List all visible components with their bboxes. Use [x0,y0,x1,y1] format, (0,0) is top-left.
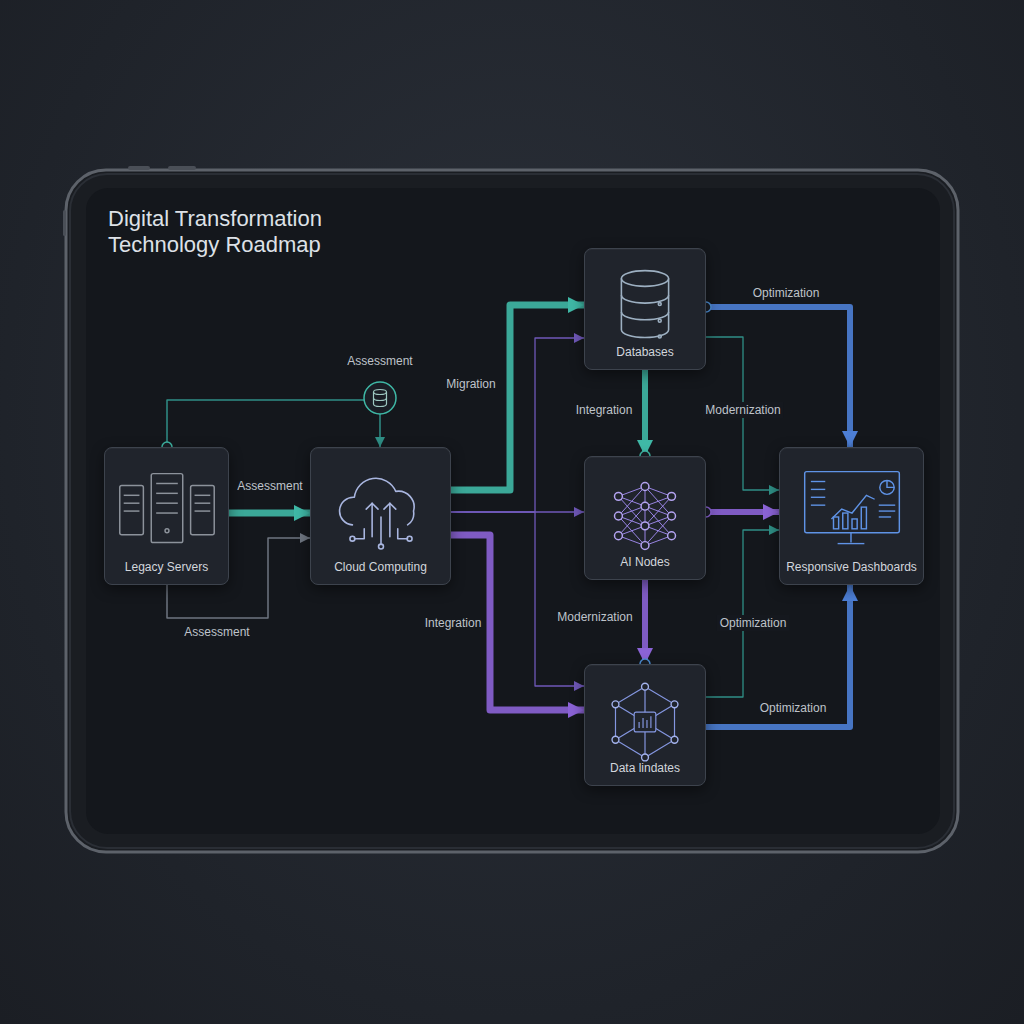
process-box: Legacy Servers [104,447,229,585]
flow-connector [706,307,850,447]
node-label: Legacy Servers [105,560,228,574]
flow-connector [642,580,648,664]
edge-label: Assessment [344,353,415,369]
node-label: AI Nodes [585,555,705,569]
edge-label: Assessment [234,478,305,494]
process-box: AI Nodes [584,456,706,580]
flow-connector [167,400,380,447]
flow-connector [451,512,584,686]
edge-label: Assessment [181,624,252,640]
edge-label: Optimization [757,700,830,716]
flow-connector [451,338,584,512]
edge-label: Optimization [750,285,823,301]
edge-label: Integration [573,402,636,418]
flow-connector [229,510,310,517]
node-label: Responsive Dashboards [780,560,923,574]
edge-label: Integration [422,615,485,631]
flow-connector [706,509,779,515]
node-label: Data lindates [585,761,705,775]
edge-label: Modernization [554,609,635,625]
process-box: Responsive Dashboards [779,447,924,585]
edge-label: Optimization [717,615,790,631]
flow-connector [706,530,779,697]
process-box: Databases [584,248,706,370]
flow-connector [642,370,648,456]
flow-connector [451,305,584,490]
diagram-title: Digital Transformation Technology Roadma… [108,206,388,258]
process-box: Cloud Computing [310,447,451,585]
node-label: Cloud Computing [311,560,450,574]
edge-label: Migration [443,376,498,392]
flow-connector [706,585,850,727]
edge-label: Modernization [702,402,783,418]
node-label: Databases [585,345,705,359]
process-box: Data lindates [584,664,706,786]
